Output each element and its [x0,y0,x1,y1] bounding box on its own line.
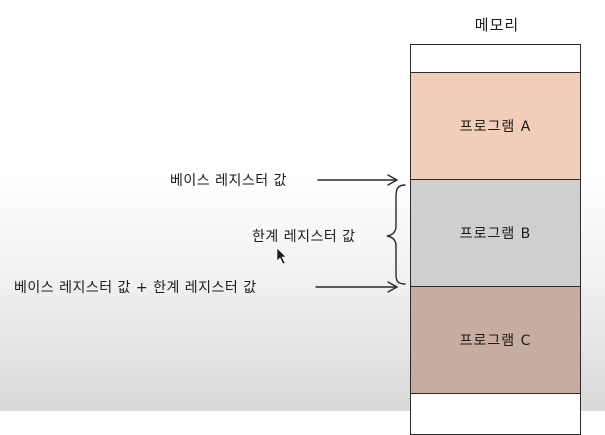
memory-block-empty [410,44,581,73]
memory-block-program-a: 프로그램 A [410,72,581,180]
program-c-label: 프로그램 C [459,333,532,349]
memory-block-program-b: 프로그램 B [410,179,581,287]
limit-register-label: 한계 레지스터 값 [252,229,356,245]
mouse-cursor-icon [276,247,287,265]
memory-block-bottom [410,393,581,435]
base-register-arrow [317,174,399,186]
memory-title: 메모리 [474,16,520,34]
limit-range-brace [386,184,406,285]
memory-stack: 프로그램 A 프로그램 B 프로그램 C [410,44,581,435]
base-register-label: 베이스 레지스터 값 [170,173,287,189]
sum-register-arrow [315,281,399,293]
memory-block-program-c: 프로그램 C [410,286,581,394]
base-plus-limit-label: 베이스 레지스터 값 + 한계 레지스터 값 [14,280,257,296]
program-a-label: 프로그램 A [459,119,532,135]
program-b-label: 프로그램 B [459,226,532,242]
